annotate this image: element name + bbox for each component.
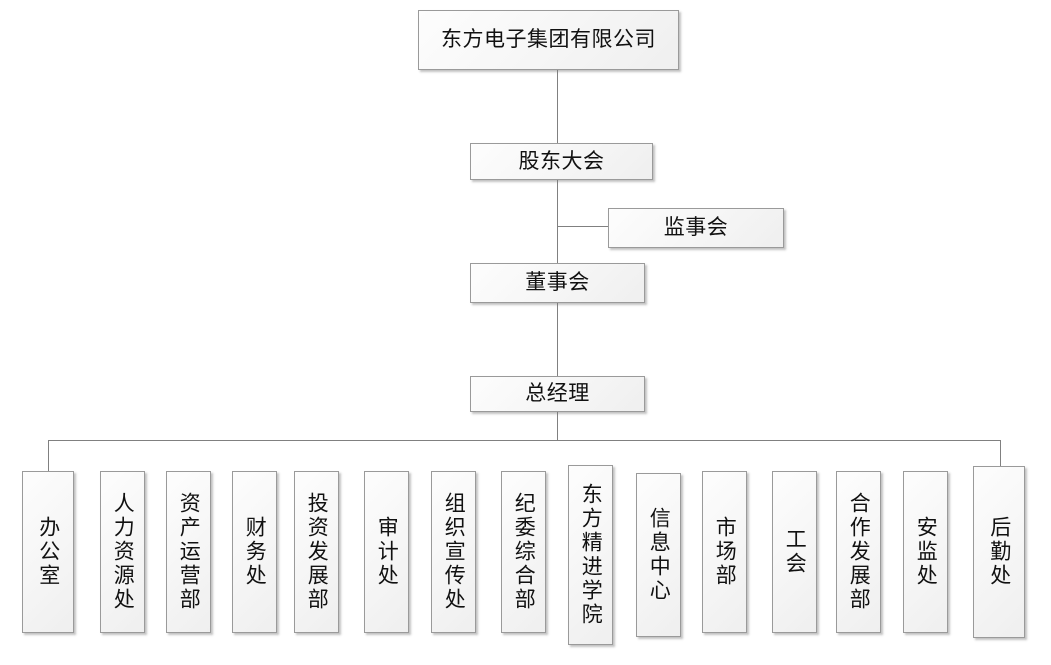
connector-department-bus [48, 440, 1001, 441]
node-department-finance-label: 财务处 [243, 516, 268, 588]
node-department-marketing-label: 市场部 [713, 516, 738, 588]
node-general-manager[interactable]: 总经理 [470, 376, 645, 412]
node-department-finance[interactable]: 财务处 [232, 471, 277, 633]
connector-directors-to-general-manager [557, 303, 558, 376]
node-department-discipline-inspection-label: 纪委综合部 [512, 492, 537, 612]
node-board-of-supervisors-label: 监事会 [663, 215, 729, 240]
node-company[interactable]: 东方电子集团有限公司 [418, 10, 679, 70]
node-department-logistics-label: 后勤处 [987, 516, 1012, 588]
node-department-information-center[interactable]: 信息中心 [636, 473, 681, 637]
node-board-of-directors[interactable]: 董事会 [470, 263, 645, 303]
node-department-safety-supervision-label: 安监处 [914, 516, 939, 588]
node-department-cooperation-development-label: 合作发展部 [847, 492, 872, 612]
node-board-of-directors-label: 董事会 [525, 270, 590, 295]
connector-bus-to-last-department [1000, 440, 1001, 466]
node-department-audit[interactable]: 审计处 [364, 471, 409, 633]
node-department-dongfang-academy[interactable]: 东方精进学院 [568, 465, 613, 645]
node-department-discipline-inspection[interactable]: 纪委综合部 [501, 471, 546, 633]
node-department-audit-label: 审计处 [375, 516, 400, 588]
node-department-logistics[interactable]: 后勤处 [973, 466, 1025, 638]
node-department-safety-supervision[interactable]: 安监处 [903, 471, 948, 633]
node-department-office-label: 办公室 [36, 516, 61, 588]
node-shareholders-meeting[interactable]: 股东大会 [470, 143, 653, 180]
node-department-human-resources[interactable]: 人力资源处 [100, 471, 145, 633]
connector-general-manager-to-bus [557, 412, 558, 441]
node-department-marketing[interactable]: 市场部 [702, 471, 747, 633]
node-department-human-resources-label: 人力资源处 [111, 492, 136, 612]
connector-company-to-shareholders [557, 70, 558, 144]
node-department-labor-union[interactable]: 工会 [772, 471, 817, 633]
node-general-manager-label: 总经理 [525, 381, 590, 406]
node-department-asset-operations-label: 资产运营部 [177, 492, 202, 612]
node-department-organization-publicity-label: 组织宣传处 [442, 492, 467, 612]
node-company-label: 东方电子集团有限公司 [441, 27, 656, 52]
node-department-organization-publicity[interactable]: 组织宣传处 [431, 471, 476, 633]
connector-bus-to-first-department [48, 440, 49, 471]
node-department-investment-development-label: 投资发展部 [305, 492, 330, 612]
connector-shareholders-to-directors [557, 180, 558, 263]
node-shareholders-meeting-label: 股东大会 [518, 148, 605, 173]
node-department-information-center-label: 信息中心 [647, 507, 672, 603]
node-department-labor-union-label: 工会 [783, 528, 808, 576]
node-department-asset-operations[interactable]: 资产运营部 [166, 471, 211, 633]
node-department-cooperation-development[interactable]: 合作发展部 [836, 471, 881, 633]
connector-spine-to-supervisors [557, 226, 609, 227]
node-department-office[interactable]: 办公室 [22, 471, 74, 633]
node-board-of-supervisors[interactable]: 监事会 [608, 208, 784, 248]
node-department-investment-development[interactable]: 投资发展部 [294, 471, 339, 633]
node-department-dongfang-academy-label: 东方精进学院 [579, 483, 604, 627]
